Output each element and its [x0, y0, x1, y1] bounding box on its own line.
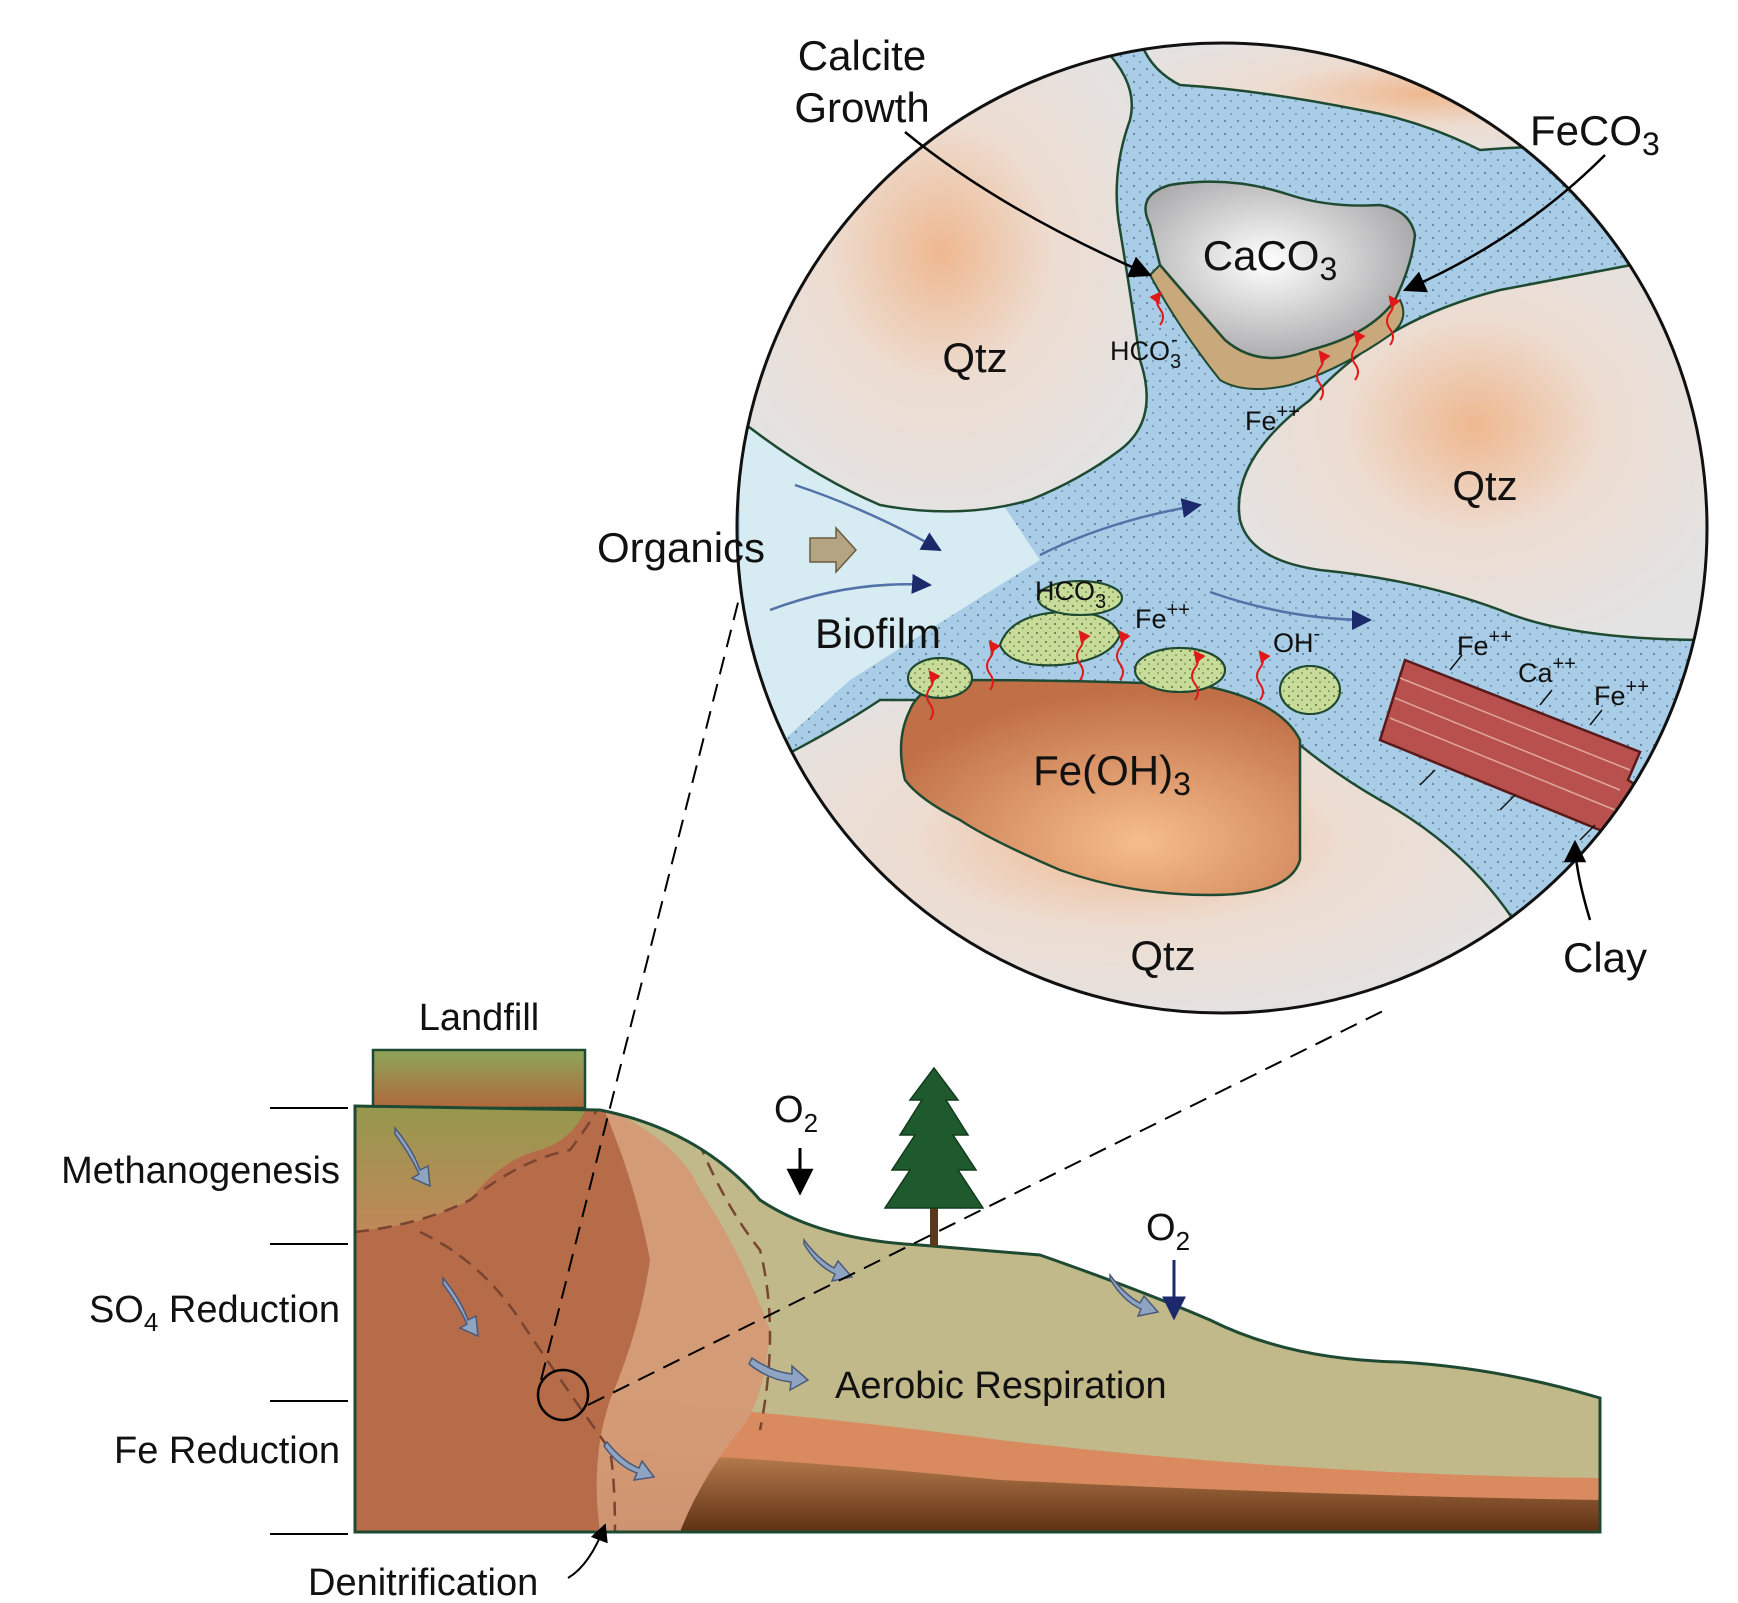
clay-fe-label-2: Fe++: [1594, 676, 1649, 711]
hco3-label-lower: HCO3-: [1035, 569, 1106, 613]
flow-streaks: [769, 483, 1372, 630]
zoom-connector-lower: [587, 1009, 1386, 1406]
aerobic-respiration-label: Aerobic Respiration: [835, 1365, 1167, 1407]
qtz-label-top-left: Qtz: [942, 334, 1007, 381]
release-arrows: [926, 291, 1401, 721]
landfill-block: [371, 1048, 587, 1110]
organics-label: Organics: [597, 524, 765, 571]
feco3-label: FeCO3: [1530, 107, 1660, 162]
flow-arrow: [748, 1356, 810, 1392]
methanogenesis-zone: [355, 1106, 590, 1232]
clay-exchange-marks: [1419, 654, 1603, 841]
feco3-pointer: [1402, 154, 1606, 293]
so4-reduction-label: SO4 Reduction: [89, 1289, 340, 1337]
denitrification-label: Denitrification: [308, 1562, 538, 1603]
landfill-label: Landfill: [419, 997, 539, 1039]
flow-arrows: [394, 1125, 1160, 1481]
hco3-label-upper: HCO3-: [1110, 329, 1181, 373]
denitrification-pointer: [567, 1523, 608, 1579]
pore-scale-zoom: Calcite Growth FeCO3 CaCO3 Qtz Qtz Qtz H…: [597, 32, 1709, 1015]
flow-arrow: [603, 1440, 656, 1481]
calcite-growth-pointer: [904, 131, 1153, 278]
flow-arrow: [1109, 1272, 1160, 1318]
sample-location-circle: [536, 1368, 590, 1422]
zone-boundary-2: [419, 1230, 617, 1532]
fe-label-lower: Fe++: [1135, 599, 1190, 634]
calcite-grain: [1144, 180, 1417, 360]
organics-arrow: [809, 526, 858, 574]
flow-arrow: [442, 1275, 479, 1338]
qtz-label-bottom: Qtz: [1130, 932, 1195, 979]
caco3-label: CaCO3: [1203, 232, 1338, 287]
zone-boundary-1: [355, 1106, 602, 1234]
calcite-growth-label-line2: Growth: [794, 84, 929, 131]
iron-hydroxide-grain: [899, 678, 1302, 897]
fe-reduction-label: Fe Reduction: [114, 1430, 340, 1472]
clay-ca-label: Ca++: [1518, 653, 1576, 688]
cross-section: Landfill Methanogenesis SO4 Reduction Fe…: [61, 997, 1602, 1603]
oh-label: OH-: [1273, 623, 1320, 658]
clay-label: Clay: [1563, 934, 1647, 981]
biofilm-colonies: [907, 580, 1341, 715]
zoom-circle-outline: [735, 41, 1709, 1015]
clay-fe-label-1: Fe++: [1457, 626, 1512, 661]
methanogenesis-label: Methanogenesis: [61, 1150, 340, 1192]
flow-arrow: [394, 1125, 431, 1188]
biofilm-label: Biofilm: [815, 610, 941, 657]
calcite-growth-label-line1: Calcite: [798, 32, 926, 79]
feoh3-label: Fe(OH)3: [1033, 747, 1191, 802]
o2-left-label: O2: [774, 1089, 818, 1138]
zone-boundary-3: [688, 1119, 772, 1431]
qtz-label-right: Qtz: [1452, 462, 1517, 509]
o2-right-label: O2: [1146, 1207, 1190, 1256]
tree-icon: [883, 1066, 985, 1246]
fe-label-upper: Fe++: [1245, 401, 1300, 436]
clay-pointer: [1563, 839, 1592, 921]
biofilm-blob: [907, 657, 973, 699]
ground-outline: [353, 1104, 1602, 1534]
